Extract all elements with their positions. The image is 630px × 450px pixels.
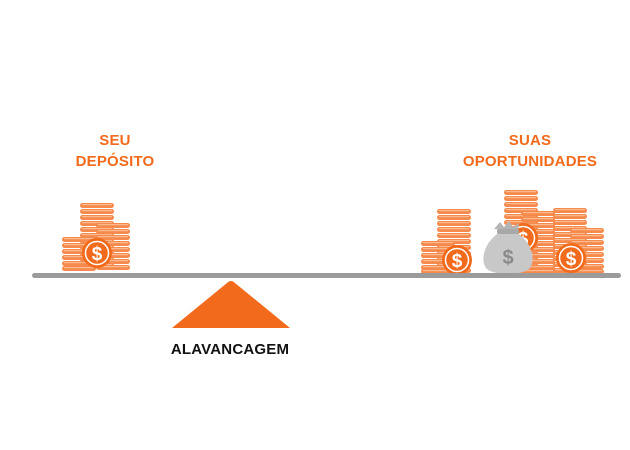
opportunities-label: SUAS OPORTUNIDADES [430, 130, 630, 172]
leverage-label: ALAVANCAGEM [170, 341, 290, 358]
scale-beam [32, 273, 621, 278]
money-bag-icon: $ [483, 221, 533, 274]
deposit-label-line2: DEPÓSITO [75, 153, 155, 170]
deposit-label: SEU DEPÓSITO [40, 130, 190, 172]
dollar-coin-icon: $ [556, 243, 586, 273]
dollar-glyph: $ [566, 249, 577, 270]
fulcrum-triangle [172, 281, 290, 328]
dollar-glyph: $ [452, 251, 463, 272]
dollar-coin-icon: $ [82, 238, 112, 268]
dollar-glyph: $ [92, 244, 103, 265]
opportunities-coin-stacks: $ $ $ $ [421, 190, 604, 275]
dollar-coin-icon: $ [442, 245, 472, 275]
deposit-label-line1: SEU [99, 132, 131, 149]
opportunities-label-line1: SUAS [508, 132, 552, 149]
opportunities-label-line2: OPORTUNIDADES [462, 153, 598, 170]
deposit-coin-stack-icon: $ [62, 203, 130, 271]
dollar-glyph: $ [502, 247, 513, 269]
